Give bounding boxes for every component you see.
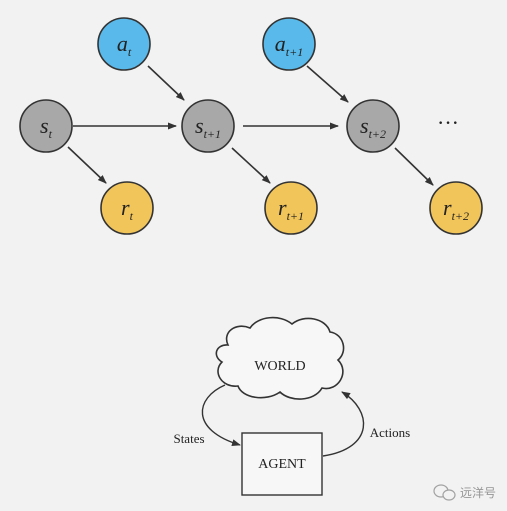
node-letter: s <box>195 113 204 138</box>
continuation-ellipsis: ··· <box>437 110 459 135</box>
svg-text:st: st <box>40 113 53 141</box>
world-label: WORLD <box>254 359 305 374</box>
svg-text:at: at <box>117 31 132 59</box>
svg-text:rt+1: rt+1 <box>278 195 304 223</box>
node-letter: r <box>443 195 452 220</box>
agent-world-loop: WORLD AGENT States Actions <box>173 316 410 496</box>
svg-text:at+1: at+1 <box>275 31 303 59</box>
node-letter: a <box>275 31 286 56</box>
edge-s-t2-to-r-t2 <box>394 147 434 186</box>
node-subscript: t+1 <box>286 45 303 59</box>
node-subscript: t <box>49 127 53 141</box>
reward-node-r-t: rt <box>100 181 154 235</box>
actions-arrow <box>322 391 365 457</box>
node-letter: a <box>117 31 128 56</box>
edges <box>67 65 434 186</box>
state-node-s-t2: st+2 <box>346 99 400 153</box>
watermark: 远洋号 <box>433 484 496 501</box>
svg-text:rt+2: rt+2 <box>443 195 469 223</box>
node-subscript: t+2 <box>369 127 386 141</box>
node-subscript: t+2 <box>452 209 469 223</box>
node-subscript: t <box>130 209 134 223</box>
node-letter: s <box>360 113 369 138</box>
edge-s-t-to-r-t <box>67 146 107 184</box>
state-node-s-t: st <box>19 99 73 153</box>
actions-label: Actions <box>370 425 410 440</box>
world-cloud <box>215 316 345 400</box>
node-subscript: t <box>128 45 132 59</box>
edge-a-t1-to-s-t2 <box>306 65 349 103</box>
state-node-s-t1: st+1 <box>181 99 235 153</box>
action-node-a-t1: at+1 <box>262 17 316 71</box>
node-subscript: t+1 <box>204 127 221 141</box>
svg-text:st+1: st+1 <box>195 113 221 141</box>
node-letter: r <box>121 195 130 220</box>
reward-node-r-t2: rt+2 <box>429 181 483 235</box>
svg-text:rt: rt <box>121 195 134 223</box>
action-node-a-t: at <box>97 17 151 71</box>
reward-node-r-t1: rt+1 <box>264 181 318 235</box>
edge-s-t1-to-r-t1 <box>231 147 271 184</box>
states-label: States <box>173 431 204 446</box>
agent-label: AGENT <box>258 457 306 472</box>
node-letter: r <box>278 195 287 220</box>
wechat-icon <box>433 484 456 501</box>
agent-box <box>241 432 323 496</box>
edge-a-t-to-s-t1 <box>147 65 185 101</box>
node-subscript: t+1 <box>287 209 304 223</box>
watermark-text: 远洋号 <box>460 485 496 500</box>
states-arrow <box>201 384 241 447</box>
node-letter: s <box>40 113 49 138</box>
svg-text:st+2: st+2 <box>360 113 386 141</box>
